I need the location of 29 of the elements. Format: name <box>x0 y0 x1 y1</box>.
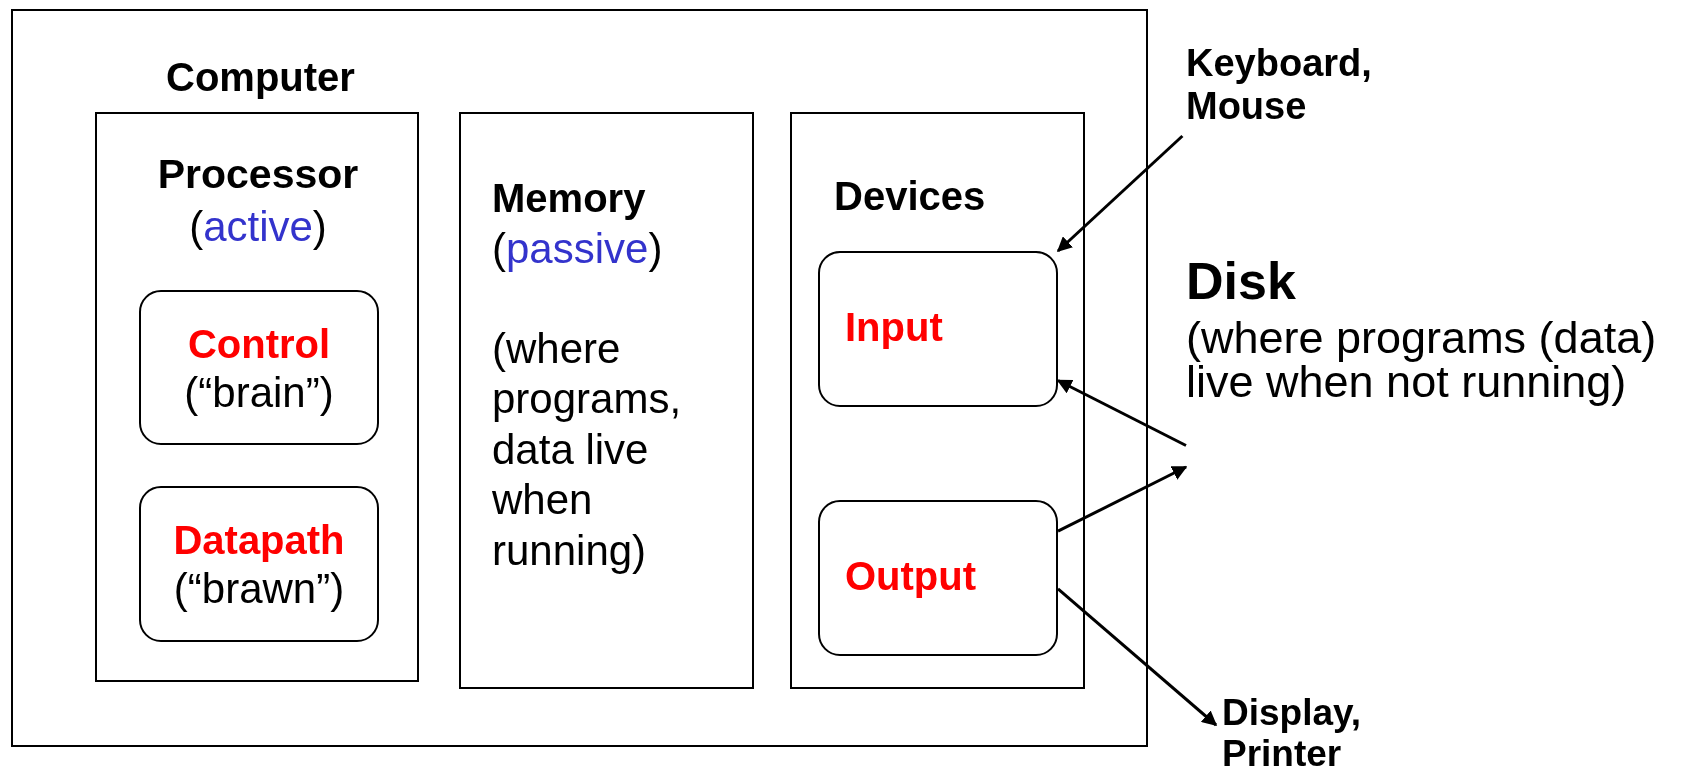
description-text: (passive) <box>492 224 664 274</box>
description-text: (“brain”) <box>183 368 335 418</box>
label-heading: Display, Printer <box>1222 692 1363 775</box>
memory-box <box>459 112 754 689</box>
label-heading: Disk <box>1186 252 1297 311</box>
description-text: (where programs (data) live when not running) <box>1186 316 1658 404</box>
box-title: Computer <box>166 54 356 101</box>
box-title: Control <box>186 321 332 368</box>
arrow <box>1057 465 1188 533</box>
arrow <box>1057 587 1218 727</box>
box-title: Processor <box>156 150 360 199</box>
computer-box <box>11 9 1148 747</box>
processor-box <box>95 112 419 682</box>
box-title: Memory <box>492 175 647 222</box>
description-text: (“brawn”) <box>172 564 346 614</box>
datapath-box <box>139 486 379 642</box>
box-title: Output <box>845 553 978 600</box>
label-heading: Keyboard, Mouse <box>1186 42 1373 128</box>
description-text: (where programs, data live when running) <box>492 324 683 576</box>
output-box <box>818 500 1058 656</box>
box-title: Datapath <box>172 517 346 564</box>
arrow <box>1056 134 1184 253</box>
control-box <box>139 290 379 445</box>
description-text: (active) <box>188 202 328 252</box>
devices-box <box>790 112 1085 689</box>
box-title: Devices <box>834 173 987 220</box>
arrow <box>1056 379 1187 447</box>
input-box <box>818 251 1058 407</box>
box-title: Input <box>845 304 944 351</box>
